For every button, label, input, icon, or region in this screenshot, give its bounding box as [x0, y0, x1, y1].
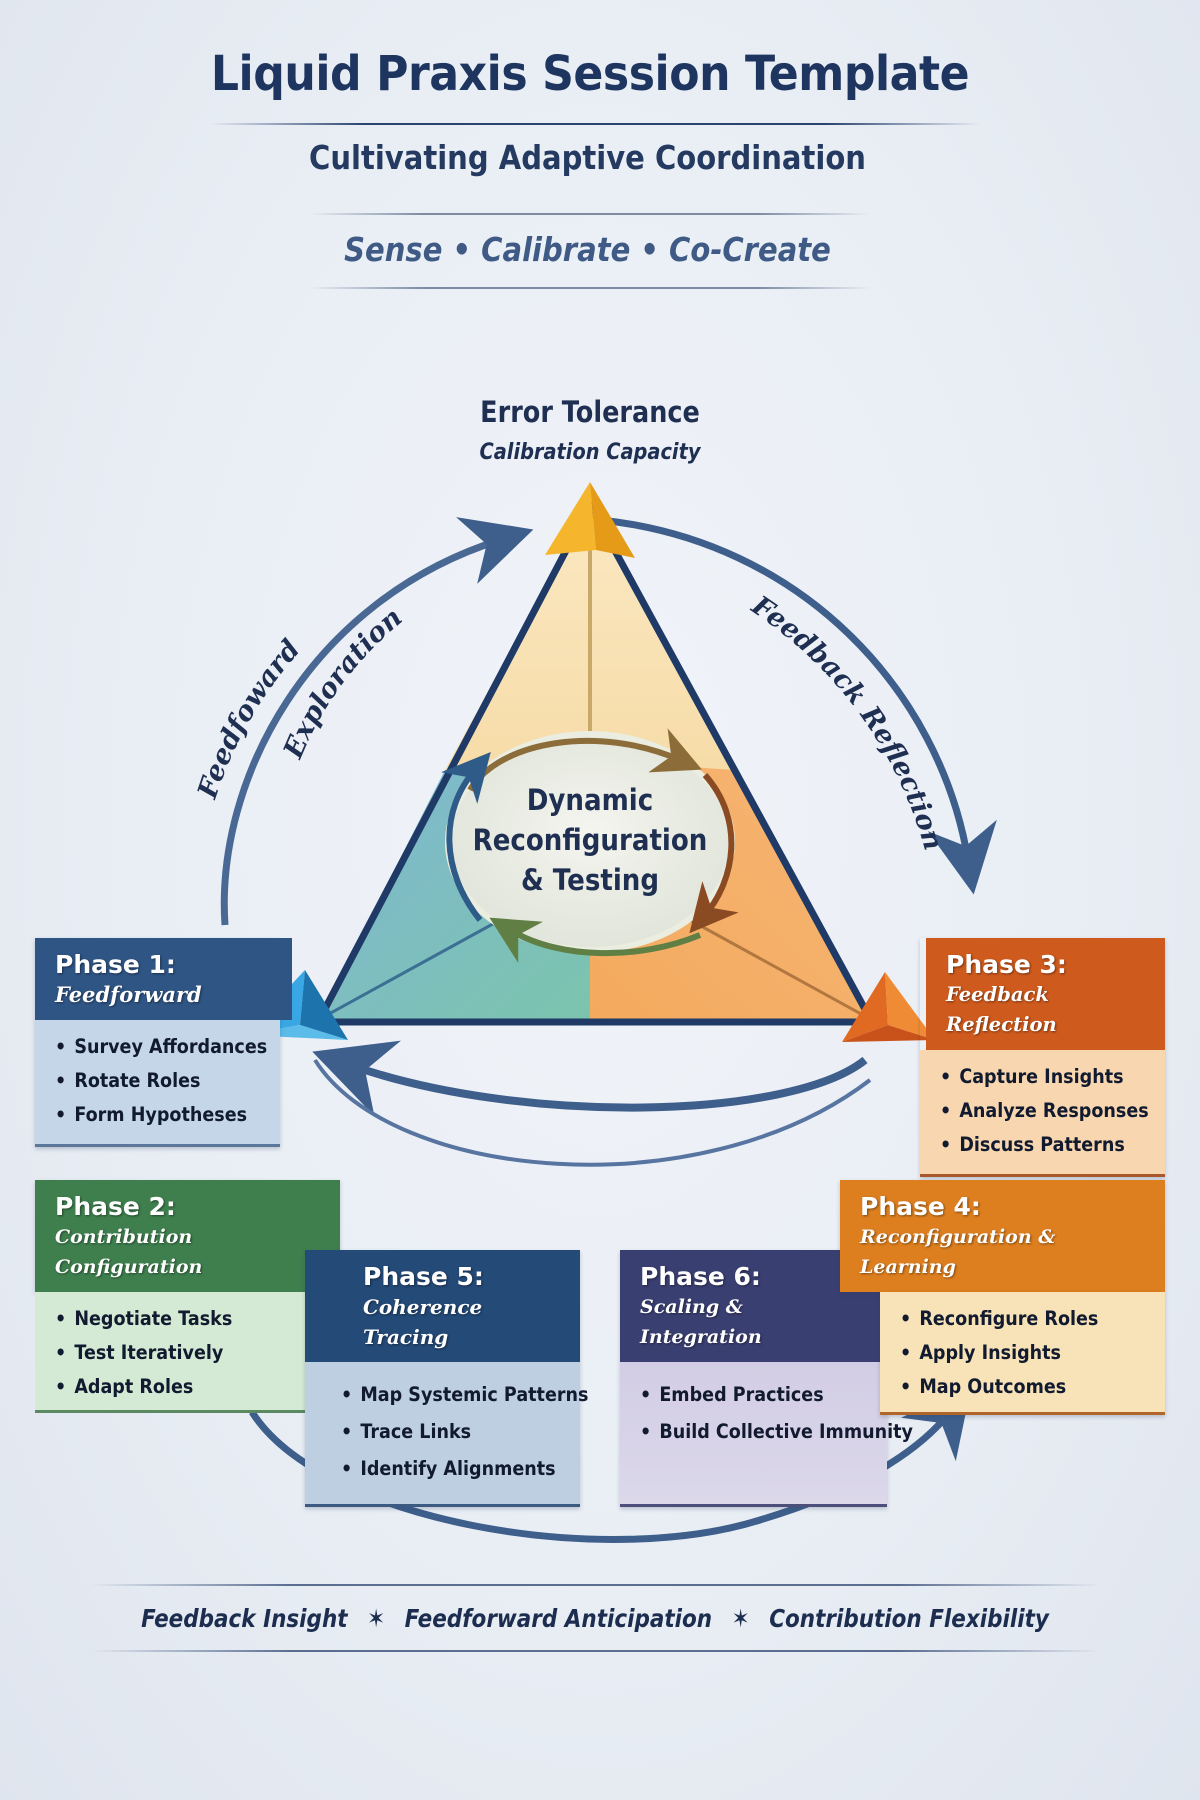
- phase-5-header: Phase 5: Coherence Tracing: [305, 1250, 580, 1362]
- list-item: Map Systemic Patterns: [341, 1376, 588, 1413]
- footer-principles: Feedback Insight ✶ Feedforward Anticipat…: [83, 1604, 1106, 1633]
- phase-5-name: Coherence Tracing: [363, 1295, 483, 1349]
- list-item: Map Outcomes: [900, 1370, 1121, 1404]
- list-item: Capture Insights: [940, 1060, 1125, 1094]
- phase-6-body: Embed Practices Build Collective Immunit…: [620, 1362, 913, 1507]
- phase-1-name: Feedforward: [55, 982, 202, 1007]
- star-separator-icon: ✶: [367, 1604, 386, 1633]
- list-item: Form Hypotheses: [55, 1098, 247, 1132]
- center-label-line-3: & Testing: [521, 863, 659, 898]
- phase-2-card: Phase 2: Contribution Configuration Nego…: [35, 1180, 340, 1413]
- list-item: Test Iteratively: [55, 1336, 276, 1370]
- triangle-divider-left: [317, 918, 501, 1022]
- phase-4-number: Phase 4:: [860, 1192, 981, 1221]
- phase-3-name: Feedback Reflection: [946, 983, 1057, 1036]
- list-item: Reconfigure Roles: [900, 1302, 1121, 1336]
- list-item: Trace Links: [341, 1413, 538, 1450]
- phase-5-number: Phase 5:: [363, 1262, 484, 1291]
- footer-item-contribution-flexibility: Contribution Flexibility: [769, 1604, 1049, 1633]
- phase-2-number: Phase 2:: [55, 1192, 176, 1221]
- list-item: Discuss Patterns: [940, 1128, 1124, 1162]
- phase-2-name: Contribution Configuration: [55, 1226, 203, 1278]
- footer-top-divider: [90, 1584, 1100, 1586]
- page-title: Liquid Praxis Session Template: [210, 46, 970, 102]
- phase-4-card: Phase 4: Reconfiguration & Learning Reco…: [840, 1180, 1165, 1415]
- phase-3-header: Phase 3: Feedback Reflection: [926, 938, 1165, 1050]
- apex-title: Error Tolerance: [480, 395, 700, 429]
- subtitle-divider: [310, 213, 870, 215]
- phase-6-card: Phase 6: Scaling & Integration Embed Pra…: [620, 1250, 913, 1507]
- phase-3-number: Phase 3:: [946, 950, 1067, 979]
- list-item: Survey Affordances: [55, 1030, 267, 1064]
- center-label: Dynamic Reconfiguration & Testing: [473, 783, 708, 898]
- center-label-line-1: Dynamic: [527, 783, 653, 818]
- phase-1-card: Phase 1: Feedforward Survey Affordances …: [35, 938, 292, 1147]
- list-item: Embed Practices: [640, 1376, 844, 1413]
- list-item: Negotiate Tasks: [55, 1302, 276, 1336]
- phase-6-number: Phase 6:: [640, 1262, 761, 1291]
- phase-4-header: Phase 4: Reconfiguration & Learning: [840, 1180, 1165, 1292]
- phase-5-body: Map Systemic Patterns Trace Links Identi…: [305, 1362, 588, 1507]
- phase-4-name: Reconfiguration & Learning: [860, 1226, 1056, 1278]
- inner-arrow-right: [689, 773, 739, 934]
- inner-arrow-left: [441, 751, 491, 922]
- footer-bottom-divider: [90, 1650, 1100, 1652]
- list-item: Identify Alignments: [341, 1450, 555, 1487]
- phase-1-body: Survey Affordances Rotate Roles Form Hyp…: [35, 1020, 280, 1147]
- phase-4-body: Reconfigure Roles Apply Insights Map Out…: [880, 1292, 1165, 1415]
- feedback-arc-arrow: [599, 516, 997, 895]
- feedforward-arc-arrow: [220, 517, 534, 926]
- phase-2-body: Negotiate Tasks Test Iteratively Adapt R…: [35, 1292, 320, 1413]
- apex-pyramid-icon: [545, 482, 635, 558]
- list-item: Build Collective Immunity: [640, 1413, 913, 1450]
- phase-3-body: Capture Insights Analyze Responses Discu…: [920, 1050, 1165, 1177]
- right-pyramid-icon: [842, 972, 935, 1042]
- star-separator-icon: ✶: [731, 1604, 750, 1633]
- triangle-divider-right: [689, 918, 873, 1022]
- list-item: Analyze Responses: [940, 1094, 1148, 1128]
- list-item: Adapt Roles: [55, 1370, 276, 1404]
- lower-cycle-arc: [313, 1058, 872, 1167]
- phase-5-card: Phase 5: Coherence Tracing Map Systemic …: [305, 1250, 588, 1507]
- page-tagline: Sense • Calibrate • Co-Create: [344, 230, 831, 269]
- footer-item-feedforward-anticipation: Feedforward Anticipation: [404, 1604, 713, 1633]
- list-item: Apply Insights: [900, 1336, 1121, 1370]
- return-arc-arrow: [312, 1040, 868, 1117]
- phase-1-number: Phase 1:: [55, 950, 176, 979]
- title-divider: [210, 123, 980, 125]
- phase-3-card: Phase 3: Feedback Reflection Capture Ins…: [920, 938, 1165, 1177]
- page-subtitle: Cultivating Adaptive Coordination: [309, 138, 866, 177]
- inner-arrow-bottom: [489, 917, 702, 963]
- list-item: Rotate Roles: [55, 1064, 240, 1098]
- phase-1-header: Phase 1: Feedforward: [35, 938, 292, 1020]
- apex-subtitle: Calibration Capacity: [479, 440, 701, 465]
- tagline-divider: [310, 287, 870, 289]
- phase-2-header: Phase 2: Contribution Configuration: [35, 1180, 340, 1292]
- center-label-line-2: Reconfiguration: [473, 823, 708, 858]
- footer-item-feedback-insight: Feedback Insight: [141, 1604, 348, 1633]
- phase-6-name: Scaling & Integration: [640, 1296, 762, 1348]
